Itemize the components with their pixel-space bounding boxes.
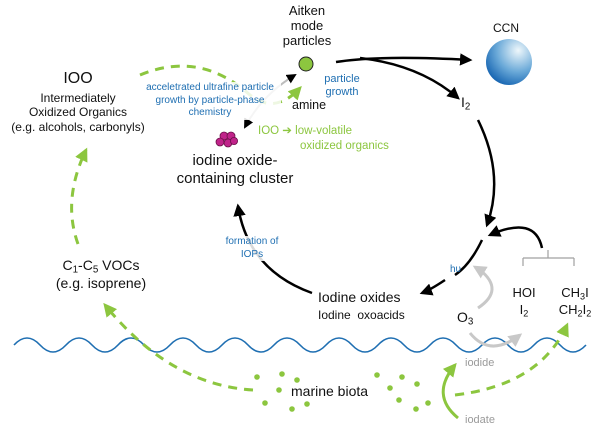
vocs-label: C1-C5 VOCs (e.g. isoprene) [40,256,162,292]
i2-label: I2 [461,94,471,113]
sea-surface-wave [13,337,587,353]
o3-label: O3 [457,309,474,328]
ch3i-b: I [585,285,589,300]
marine-biota-label: marine biota [291,383,369,399]
ioo-description: Intermediately Oxidized Organics (e.g. a… [4,91,152,134]
particle-growth-line-2: growth [325,85,359,98]
ch2i2-b: I [582,301,587,317]
arrow-o3-to-hoi [468,332,523,348]
arrow-hv-to-iodine-oxides [454,239,484,277]
vocs-sub1: 1 [72,264,79,276]
ccn-label: CCN [493,21,519,35]
arrow-vocs-to-ioo [70,147,88,245]
cluster-label: iodine oxide- containing cluster [160,152,310,188]
arrow-sources-to-cycle [487,225,544,249]
arrow-biota-to-vocs [103,302,254,392]
ch3i-a: CH [561,285,581,300]
arrow-o3-to-hv [472,265,494,310]
cluster-line-2: containing cluster [176,170,294,187]
ccn-sphere-icon [486,39,532,85]
arrow-biota-to-sources [454,322,569,397]
i2-sub: 2 [464,101,471,113]
vocs-sub5: 5 [92,264,99,276]
hv-label: hυ [450,264,462,275]
ioo-desc-line-1: Intermediately [40,91,116,105]
accelerated-line-3: chemistry [188,107,232,118]
amine-label: amine [292,98,327,112]
arrow-i2-cycle-right [476,119,497,228]
vocs-dash: -C [78,257,93,273]
ioo-desc-line-2: Oxidized Organics [28,105,128,120]
vocs-example: (e.g. isoprene) [55,275,147,292]
vocs-rest: VOCs [98,257,140,273]
ch2i2-sub2: 2 [586,308,592,319]
hoi-text: HOI [512,285,536,300]
aitken-line-1: Aitken [288,3,326,18]
particle-growth-line-1: particle [324,73,360,85]
o3-sub: 3 [467,316,474,328]
ioo-to-low-volatile: IOO ➔ low-volatile oxidized organics [258,124,389,154]
aitken-label: Aitken mode particles [274,3,340,49]
vocs-c1: C [62,257,73,273]
arrow-to-iodine-oxides [419,278,446,296]
formation-line-2: IOPs [240,248,264,260]
ch2i2-a: CH [558,301,578,317]
ioo-title: IOO [63,70,93,87]
accelerated-line-1: acceletrated ultrafine particle [146,82,274,93]
accelerated-line-2: growth by particle-phase [155,94,265,106]
arrow-iodate-to-iodide [441,362,459,420]
source-bracket [522,250,575,266]
ioo-desc-line-3: (e.g. alcohols, carbonyls) [11,119,145,134]
iodate-label: iodate [465,414,495,426]
i2-src-main: I [519,301,524,317]
formation-iops-label: formation of IOPs [219,236,285,261]
aitken-particle-icon [298,56,314,72]
aitken-line-3: particles [282,32,332,48]
i2-main: I [461,94,465,110]
particle-growth-label: particle growth [319,73,365,99]
iodide-label: iodide [465,357,495,369]
arrow-ioo-to-amine [139,64,302,105]
ch2i2-sub1: 2 [577,308,583,319]
accelerated-growth-label: acceletrated ultrafine particle growth b… [139,82,281,120]
low-volatile-line-1: low-volatile [295,125,353,137]
iodine-oxides-label: Iodine oxides [318,289,401,305]
o3-main: O [457,309,468,325]
low-volatile-line-2: oxidized organics [300,139,389,152]
ioo-prefix: IOO [258,125,280,137]
cluster-line-1: iodine oxide- [192,152,278,169]
marine-biota-dots [254,371,431,412]
vocs-title: C1-C5 VOCs [40,256,162,276]
right-arrow-icon: ➔ [282,125,292,137]
hoi-i2-label: HOI I2 [510,285,538,319]
iodine-oxoacids-label: Iodine oxoacids [318,308,405,322]
iodine-cluster-icon [215,131,238,148]
arrow-aitken-to-i2 [359,56,460,100]
i2-src-sub: 2 [523,308,529,319]
ch3i-ch2i2-label: CH3I CH2I2 [552,285,598,319]
formation-line-1: formation of [225,236,279,247]
ch3i-sub: 3 [580,291,586,302]
arrow-aitken-to-ccn [335,53,473,66]
aitken-line-2: mode [290,17,324,33]
